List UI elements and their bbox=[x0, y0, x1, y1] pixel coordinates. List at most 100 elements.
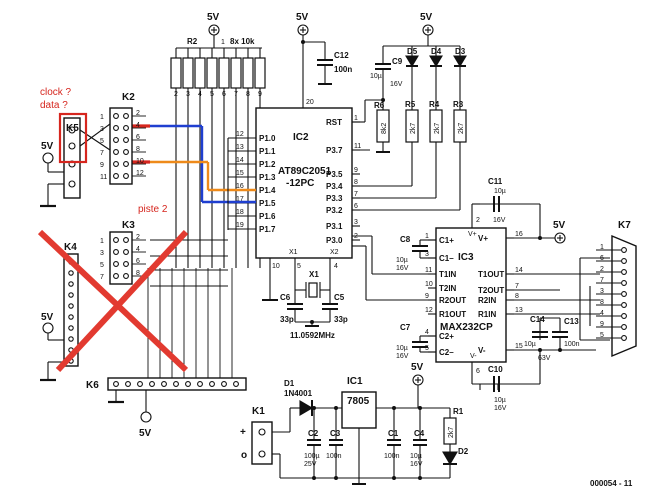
k6-ref: K6 bbox=[86, 380, 99, 391]
ic1-ref: IC1 bbox=[347, 376, 363, 387]
ic3-pin-name: R1OUT bbox=[439, 310, 466, 319]
ic2-pin-number: 14 bbox=[236, 157, 244, 164]
ic2-part: AT89C2051 bbox=[278, 166, 332, 177]
cap-value: 100µ bbox=[304, 453, 320, 460]
db9-pin-number: 2 bbox=[600, 266, 604, 273]
k5-pin bbox=[68, 126, 76, 134]
header-pin bbox=[123, 273, 129, 279]
k5-supply-label: 5V bbox=[41, 141, 54, 152]
red-cross-mark bbox=[37, 229, 189, 373]
d1-ref: D1 bbox=[284, 379, 295, 388]
header-pin-number: 9 bbox=[100, 162, 104, 169]
note-data: data ? bbox=[40, 100, 68, 111]
header-pin bbox=[123, 125, 129, 131]
cap-value: 10µ bbox=[410, 453, 422, 460]
ic3-pin-number: 14 bbox=[515, 267, 523, 274]
k6-pin bbox=[173, 381, 179, 387]
note-track: piste 2 bbox=[138, 204, 168, 215]
ic2-x1-label: X1 bbox=[289, 249, 298, 256]
led-ref: D3 bbox=[455, 47, 466, 56]
ic3-pin-number: 1 bbox=[425, 233, 429, 240]
k6-pin bbox=[161, 381, 167, 387]
header-pin-number: 4 bbox=[136, 246, 140, 253]
ic3-pin-name: T2IN bbox=[439, 284, 457, 293]
ic3-pin-number: 11 bbox=[425, 267, 432, 274]
ic2-pin-number: 16 bbox=[236, 183, 244, 190]
ic3-vp-pin: 2 bbox=[476, 217, 480, 224]
header-pin-number: 3 bbox=[100, 250, 104, 257]
ic3-pin-name: T1IN bbox=[439, 270, 457, 279]
k6-body bbox=[107, 377, 247, 391]
c10-ref: C10 bbox=[488, 365, 503, 374]
c14-value: 10µ bbox=[524, 341, 536, 348]
ic2-pin-name: P3.0 bbox=[326, 236, 343, 245]
ic3-vm-pin: 6 bbox=[476, 368, 480, 375]
header-pin bbox=[123, 261, 129, 267]
header-pin bbox=[113, 125, 119, 131]
ic2-pin-name: RST bbox=[326, 118, 342, 127]
header-body bbox=[109, 231, 133, 285]
header-pin-number: 6 bbox=[136, 258, 140, 265]
ic2-ic3-wires bbox=[352, 149, 461, 301]
ic3-pin-name: C2– bbox=[439, 348, 454, 357]
header-pin-number: 12 bbox=[136, 170, 144, 177]
header-pin bbox=[113, 249, 119, 255]
ic2-pin-name: P1.1 bbox=[259, 147, 276, 156]
k7-ref: K7 bbox=[618, 220, 631, 231]
led-resistor-value: 2k7 bbox=[458, 123, 465, 134]
ic3-pin-number: 3 bbox=[425, 251, 429, 258]
r2-pin-number: 7 bbox=[234, 91, 238, 98]
r2-resistor bbox=[170, 57, 182, 89]
ic3-pin-number: 8 bbox=[515, 293, 519, 300]
db9-pin-number: 5 bbox=[600, 332, 604, 339]
k4-pin bbox=[68, 314, 74, 320]
ic2-vcc-pin: 20 bbox=[306, 99, 314, 106]
header-pin-number: 8 bbox=[136, 270, 140, 277]
k5-ref: K5 bbox=[66, 123, 79, 134]
ic2-pin-number: 7 bbox=[354, 191, 358, 198]
r2-pin-number: 9 bbox=[258, 91, 262, 98]
header-pin-number: 6 bbox=[136, 134, 140, 141]
k1-ref: K1 bbox=[252, 406, 265, 417]
k5-body bbox=[63, 117, 81, 199]
ic2-pin-number: 15 bbox=[236, 170, 244, 177]
c6-value: 33p bbox=[280, 315, 294, 324]
c10-rating: 16V bbox=[494, 405, 507, 412]
ic2-pin-number: 9 bbox=[354, 167, 358, 174]
ic3-pin-name: R2OUT bbox=[439, 296, 466, 305]
ic2-pin-name: P3.4 bbox=[326, 182, 343, 191]
led-resistor-ref: R3 bbox=[453, 100, 464, 109]
db9-pin-number: 7 bbox=[600, 277, 604, 284]
ic2-pin-number: 3 bbox=[354, 219, 358, 226]
db9-pin bbox=[621, 280, 627, 286]
header-pin bbox=[113, 149, 119, 155]
c11-rating: 16V bbox=[493, 217, 506, 224]
ic3-pin-name: R2IN bbox=[478, 296, 496, 305]
ic2-vcc-label: 5V bbox=[296, 12, 309, 23]
db9-pin bbox=[621, 258, 627, 264]
r2-array-label: 8x 10k bbox=[230, 37, 255, 46]
k4-body bbox=[63, 253, 79, 367]
ic3-pin-number: 15 bbox=[515, 343, 523, 350]
r1-ref: R1 bbox=[453, 407, 464, 416]
k6-pin bbox=[113, 381, 119, 387]
c5-value: 33p bbox=[334, 315, 348, 324]
header-body bbox=[109, 107, 133, 185]
header-pin bbox=[123, 173, 129, 179]
db9-pin bbox=[621, 335, 627, 341]
header-pin bbox=[123, 249, 129, 255]
c12-value: 100n bbox=[334, 65, 352, 74]
r6-value: 8k2 bbox=[381, 123, 388, 134]
supply-icon bbox=[42, 152, 54, 164]
led-ref: D4 bbox=[431, 47, 442, 56]
ic3-pin-name: T2OUT bbox=[478, 286, 504, 295]
supply-icon bbox=[140, 411, 152, 423]
ic2-pin-number: 17 bbox=[236, 196, 244, 203]
ic3-pin-number: 16 bbox=[515, 231, 523, 238]
figure-id: 000054 - 11 bbox=[590, 479, 633, 488]
ic2-x2-pin: 4 bbox=[334, 263, 338, 270]
c9-value: 10µ bbox=[370, 73, 382, 80]
